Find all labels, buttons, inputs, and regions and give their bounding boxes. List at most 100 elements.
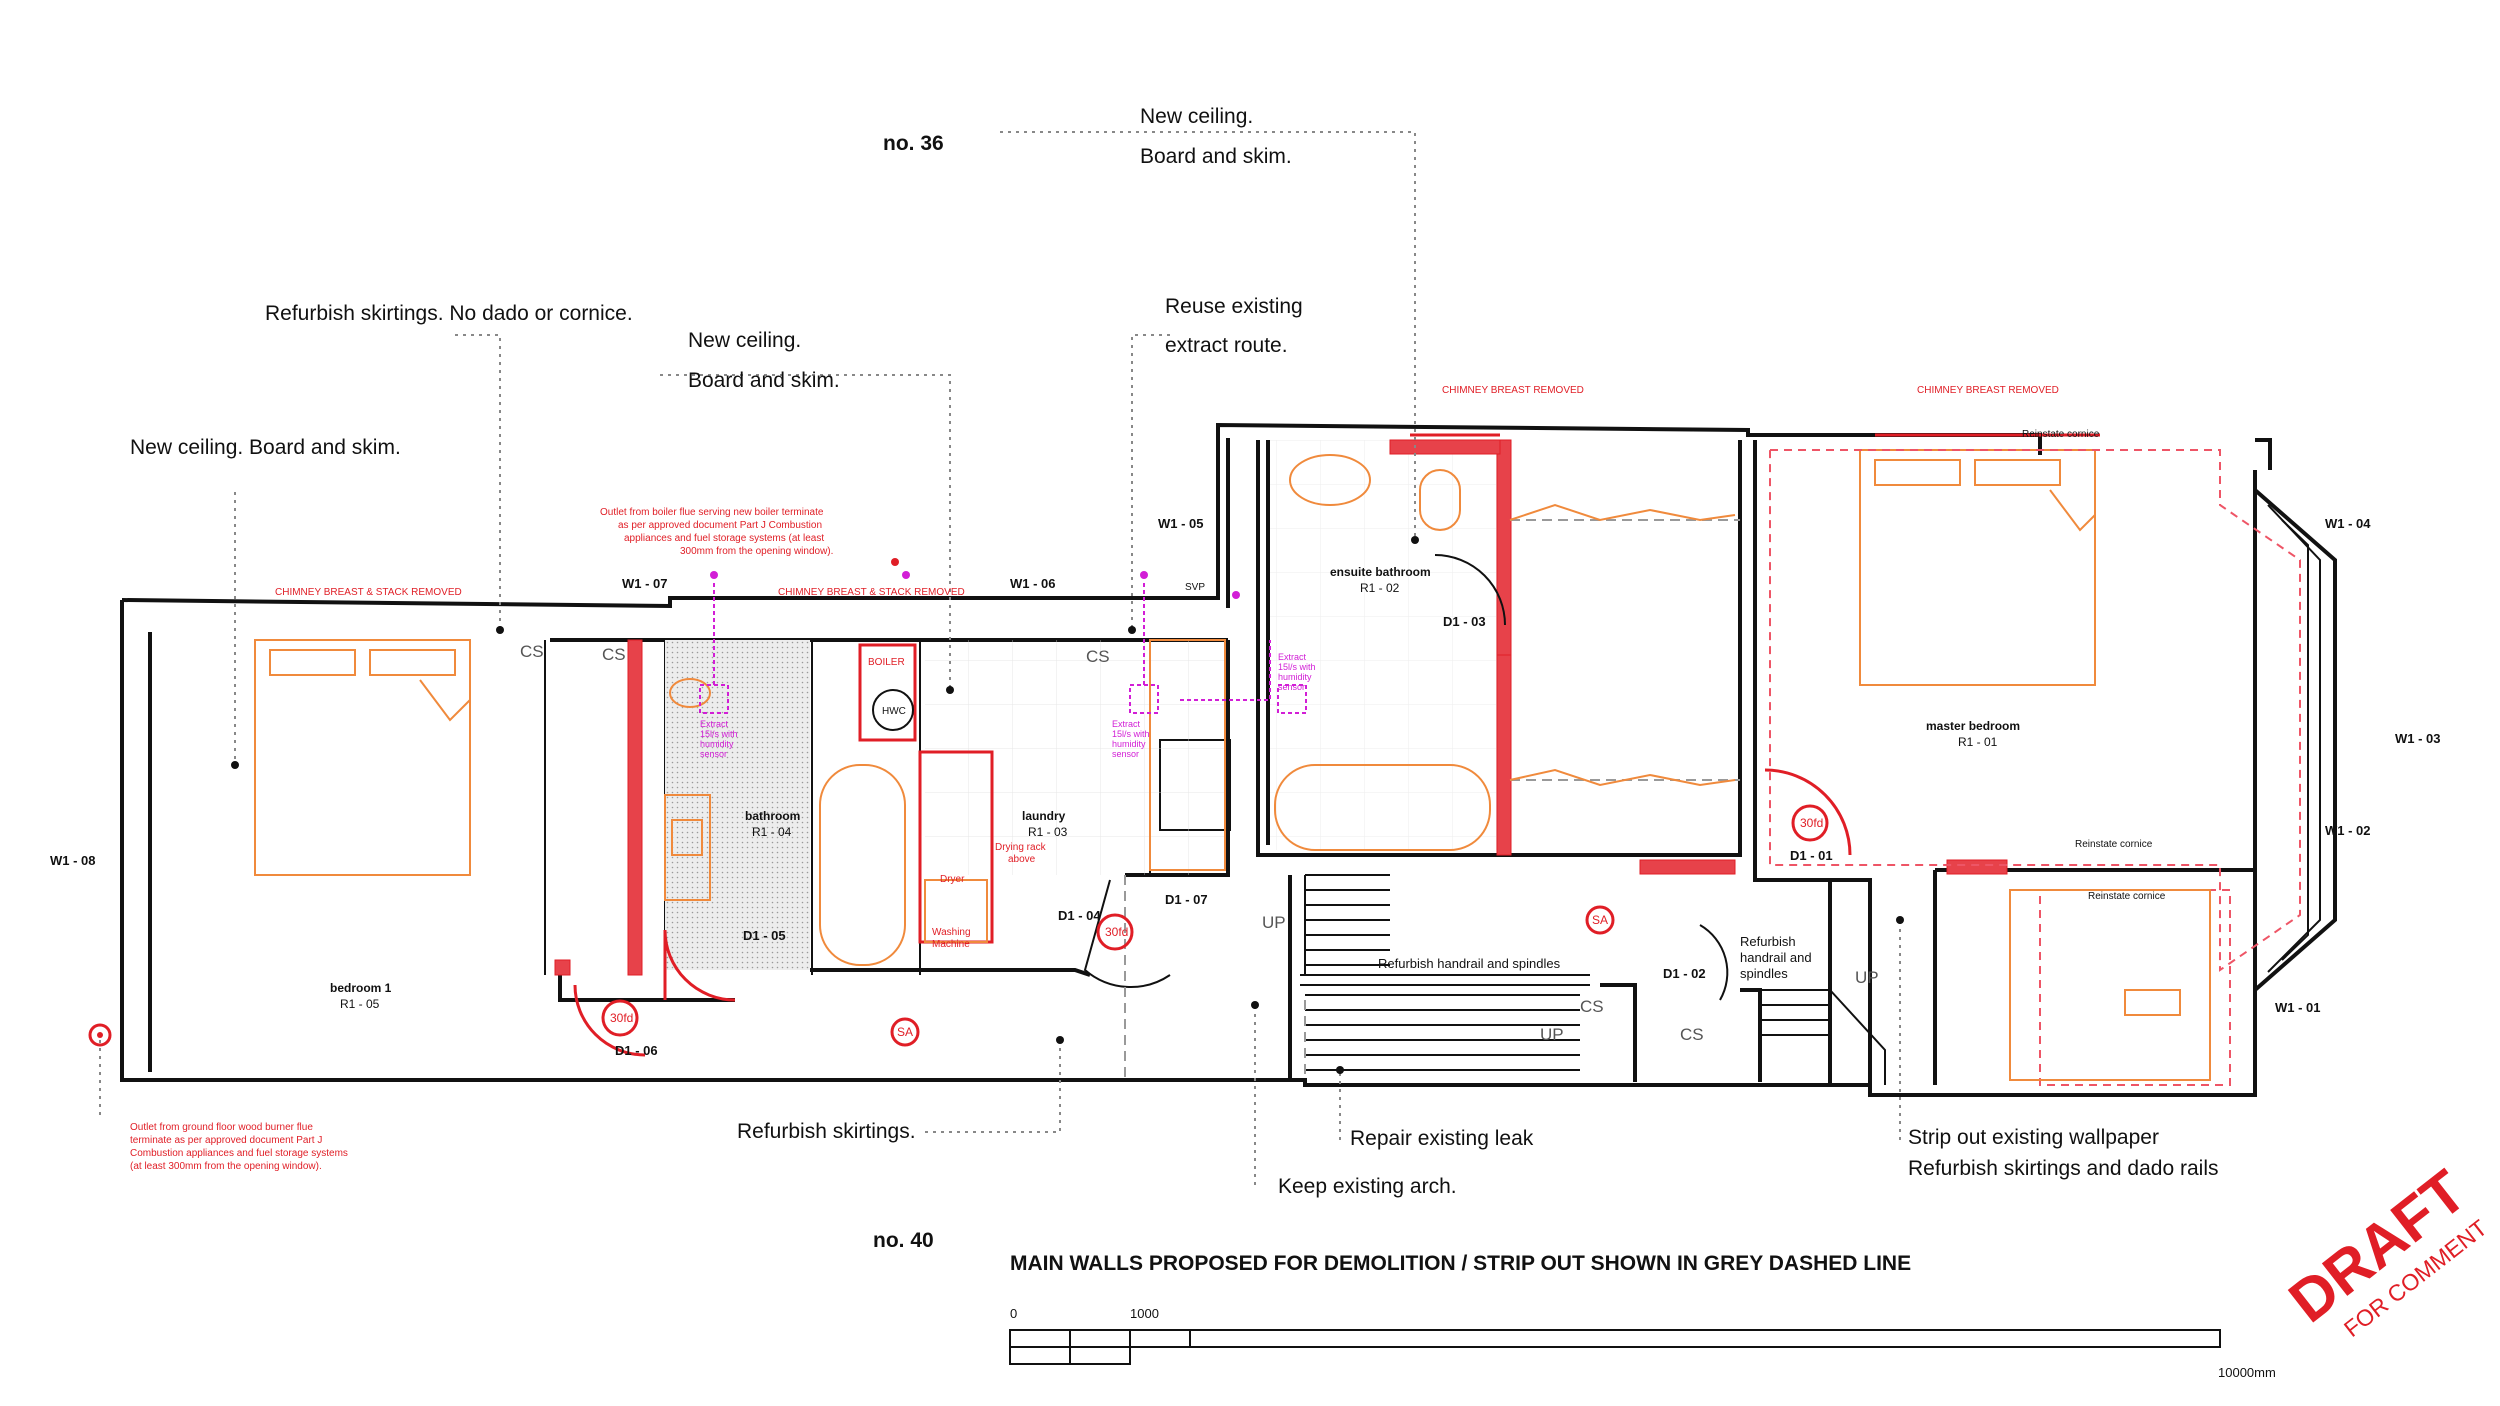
neighbour-bottom: no. 40 [873, 1229, 934, 1252]
cs-label-3: CS [1086, 647, 1110, 666]
desk-chair [2124, 989, 2181, 1016]
neighbour-top: no. 36 [883, 132, 944, 155]
hwc-label: HWC [882, 706, 906, 717]
up-label-3: UP [1855, 968, 1879, 987]
extract-note-1-l1: Extract [700, 719, 729, 729]
door-d1-06: D1 - 06 [615, 1043, 658, 1058]
desk [2009, 889, 2211, 1081]
staircase [1300, 874, 1886, 1085]
boiler-flue-note-4: 300mm from the opening window). [680, 546, 833, 557]
extract-note-2-l4: sensor [1112, 749, 1139, 759]
drying-rack-1: Drying rack [995, 842, 1047, 853]
note-refurbish-no-dado: Refurbish skirtings. No dado or cornice. [265, 302, 633, 325]
boiler-label: BOILER [868, 657, 905, 668]
up-label-1: UP [1262, 913, 1286, 932]
note-new-ceiling-left: New ceiling. Board and skim. [130, 436, 401, 459]
bathroom-vanity [664, 794, 711, 901]
scale-bar [1009, 1329, 2221, 1365]
window-w1-05: W1 - 05 [1158, 516, 1204, 531]
burner-flue-note-1: Outlet from ground floor wood burner flu… [130, 1122, 313, 1133]
cs-label-1: CS [520, 642, 544, 661]
note-new-ceiling-top-2: Board and skim. [1140, 145, 1292, 168]
door-swings [573, 554, 1852, 1057]
note-strip-wallpaper: Strip out existing wallpaper [1908, 1126, 2159, 1149]
boiler-cupboard [858, 643, 917, 742]
fire-door-2: 30fd [1105, 925, 1128, 939]
flue-marker-icon [88, 1023, 112, 1047]
bed-master [1859, 449, 2096, 686]
bathroom-wc [669, 678, 711, 708]
note-refurbish-dado: Refurbish skirtings and dado rails [1908, 1157, 2219, 1180]
bay-window [2253, 488, 2337, 992]
door-d1-07: D1 - 07 [1165, 892, 1208, 907]
window-w1-04: W1 - 04 [2325, 516, 2371, 531]
master-cornice-outline [1769, 449, 2301, 972]
chimney-removed-left: CHIMNEY BREAST & STACK REMOVED [275, 587, 462, 598]
window-w1-02: W1 - 02 [2325, 823, 2371, 838]
boiler-flue-note-3: appliances and fuel storage systems (at … [624, 533, 824, 544]
chimney-removed-mid: CHIMNEY BREAST & STACK REMOVED [778, 587, 965, 598]
fire-door-markers [601, 804, 1829, 1047]
extract-note-2-l1: Extract [1112, 719, 1141, 729]
rear-room-cornice-outline [2039, 889, 2231, 1086]
dryer-label: Dryer [940, 874, 965, 885]
note-refurbish-skirtings: Refurbish skirtings. [737, 1120, 916, 1143]
note-handrail-2c: spindles [1740, 966, 1788, 981]
note-reuse-extract-1: Reuse existing [1165, 295, 1303, 318]
note-keep-arch: Keep existing arch. [1278, 1175, 1457, 1198]
drying-rack-2: above [1008, 854, 1036, 865]
up-label-2: UP [1540, 1025, 1564, 1044]
note-new-ceiling-mid-1: New ceiling. [688, 329, 801, 352]
bathroom-floor-tiles [665, 640, 810, 970]
window-w1-06: W1 - 06 [1010, 576, 1056, 591]
extract-note-3-l2: 15l/s with [1278, 662, 1316, 672]
washing-2: Machine [932, 939, 970, 950]
smoke-alarm-2: SA [1592, 913, 1608, 927]
ensuite-basin [1289, 454, 1371, 506]
fire-door-3: 30fd [1800, 816, 1823, 830]
ensuite-bath [1274, 764, 1491, 851]
footer-heading: MAIN WALLS PROPOSED FOR DEMOLITION / STR… [1010, 1252, 1911, 1275]
reinstate-cornice-3: Reinstate cornice [2088, 891, 2166, 902]
note-repair-leak: Repair existing leak [1350, 1127, 1534, 1150]
door-d1-05: D1 - 05 [743, 928, 786, 943]
note-new-ceiling-mid-2: Board and skim. [688, 369, 840, 392]
room-id-bathroom: R1 - 04 [752, 825, 792, 839]
bed-bedroom-1 [254, 639, 471, 876]
cs-label-2: CS [602, 645, 626, 664]
room-name-bedroom-1: bedroom 1 [330, 981, 392, 995]
scale-label-1000: 1000 [1130, 1306, 1159, 1321]
note-new-ceiling-top-1: New ceiling. [1140, 105, 1253, 128]
bathroom-basin [671, 819, 703, 856]
extract-note-3-l3: humidity [1278, 672, 1312, 682]
laundry-floor-grid [925, 640, 1225, 875]
chimney-removed-master: CHIMNEY BREAST REMOVED [1917, 385, 2059, 396]
extract-fans [699, 571, 1307, 714]
cs-label-4: CS [1580, 997, 1604, 1016]
boiler-flue-note-1: Outlet from boiler flue serving new boil… [600, 507, 824, 518]
room-id-laundry: R1 - 03 [1028, 825, 1068, 839]
burner-flue-note-4: (at least 300mm from the opening window)… [130, 1161, 322, 1172]
reinstate-cornice-2: Reinstate cornice [2075, 839, 2153, 850]
room-name-bathroom: bathroom [745, 809, 800, 823]
ensuite-partition-2 [1509, 768, 1736, 787]
room-id-ensuite: R1 - 02 [1360, 581, 1400, 595]
extract-note-2-l2: 15l/s with [1112, 729, 1150, 739]
door-d1-03: D1 - 03 [1443, 614, 1486, 629]
window-w1-08: W1 - 08 [50, 853, 96, 868]
extract-note-1-l4: sensor [700, 749, 727, 759]
room-name-ensuite: ensuite bathroom [1330, 565, 1431, 579]
window-w1-01: W1 - 01 [2275, 1000, 2321, 1015]
dots [231, 536, 1904, 1074]
flue-marker-dot [97, 1032, 103, 1038]
scale-label-0: 0 [1010, 1306, 1017, 1321]
burner-flue-note-2: terminate as per approved document Part … [130, 1135, 322, 1146]
svp-label: SVP [1185, 582, 1205, 593]
draft-stamp: DRAFT FOR COMMENT [2277, 1157, 2492, 1342]
laundry-counter [1149, 639, 1226, 871]
door-d1-04: D1 - 04 [1058, 908, 1101, 923]
ensuite-wc [1419, 469, 1461, 531]
room-id-bedroom-1: R1 - 05 [340, 997, 380, 1011]
extract-note-2-l3: humidity [1112, 739, 1146, 749]
